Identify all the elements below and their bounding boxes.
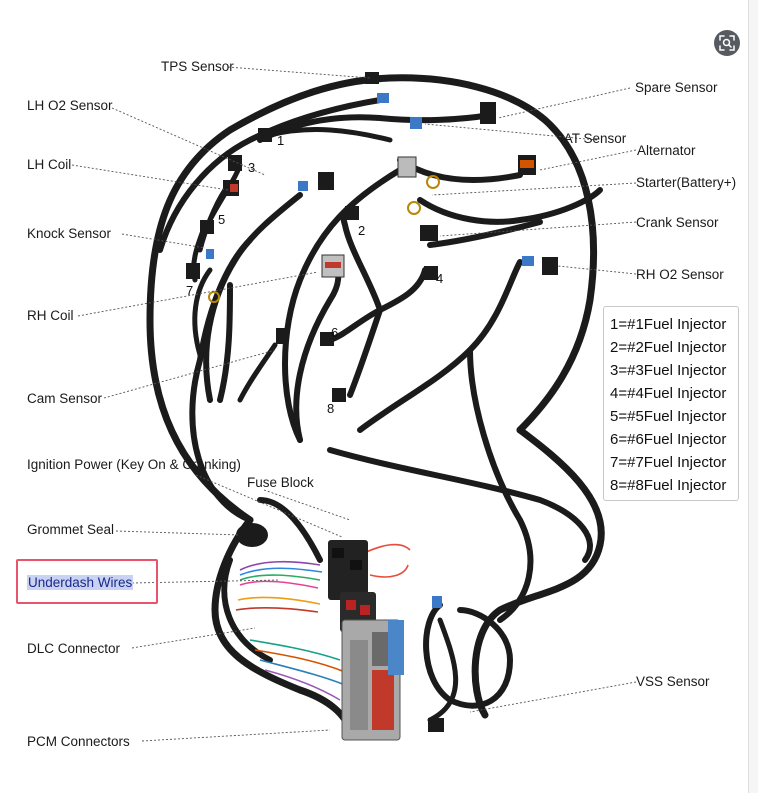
legend-item: 3=#3Fuel Injector — [610, 362, 727, 379]
label-vss-sensor: VSS Sensor — [636, 674, 710, 689]
legend-item: 5=#5Fuel Injector — [610, 408, 727, 425]
label-fuse-block: Fuse Block — [247, 475, 314, 490]
injector-number-3: 3 — [248, 160, 256, 175]
fuel-injector-legend: 1=#1Fuel Injector 2=#2Fuel Injector 3=#3… — [603, 306, 739, 501]
legend-item: 4=#4Fuel Injector — [610, 385, 727, 402]
injector-number-4: 4 — [436, 271, 444, 286]
label-starter: Starter(Battery+) — [636, 175, 737, 190]
adjacent-page-strip — [748, 0, 758, 793]
label-cam-sensor: Cam Sensor — [27, 391, 103, 406]
visual-search-button[interactable] — [714, 30, 740, 56]
injector-number-1: 1 — [277, 133, 285, 148]
injector-number-7: 7 — [186, 283, 194, 298]
label-ignition-power: Ignition Power (Key On & Cranking) — [27, 457, 241, 472]
label-underdash-wires[interactable]: Underdash Wires — [27, 575, 134, 590]
legend-item: 2=#2Fuel Injector — [610, 339, 727, 356]
label-lh-coil: LH Coil — [27, 157, 72, 172]
fuse-block-shape — [328, 540, 376, 632]
label-tps-sensor: TPS Sensor — [161, 59, 234, 74]
visual-search-icon — [719, 35, 735, 51]
label-crank-sensor: Crank Sensor — [636, 215, 719, 230]
injector-number-2: 2 — [358, 223, 366, 238]
label-knock-sensor: Knock Sensor — [27, 226, 112, 241]
legend-item: 6=#6Fuel Injector — [610, 431, 727, 448]
grommet-shape — [236, 523, 268, 547]
label-alternator: Alternator — [637, 143, 696, 158]
label-grommet-seal: Grommet Seal — [27, 522, 115, 537]
label-rh-o2-sensor: RH O2 Sensor — [636, 267, 724, 282]
legend-item: 1=#1Fuel Injector — [610, 316, 727, 333]
legend-item: 7=#7Fuel Injector — [610, 454, 727, 471]
injector-number-8: 8 — [327, 401, 335, 416]
injector-number-5: 5 — [218, 212, 226, 227]
label-pcm-connectors: PCM Connectors — [27, 734, 130, 749]
label-dlc-connector: DLC Connector — [27, 641, 121, 656]
label-rh-coil: RH Coil — [27, 308, 74, 323]
harness-vss-loop — [471, 426, 605, 719]
underdash-highlight-box — [16, 559, 158, 604]
label-spare-sensor: Spare Sensor — [635, 80, 718, 95]
legend-item: 8=#8Fuel Injector — [610, 477, 727, 494]
underdash-wire-bundle — [235, 543, 411, 701]
connector-shapes — [186, 72, 558, 732]
pcm-connector-shape — [341, 619, 404, 741]
label-iat-sensor: IAT Sensor — [560, 131, 627, 146]
injector-number-6: 6 — [331, 325, 339, 340]
label-lh-o2-sensor: LH O2 Sensor — [27, 98, 113, 113]
